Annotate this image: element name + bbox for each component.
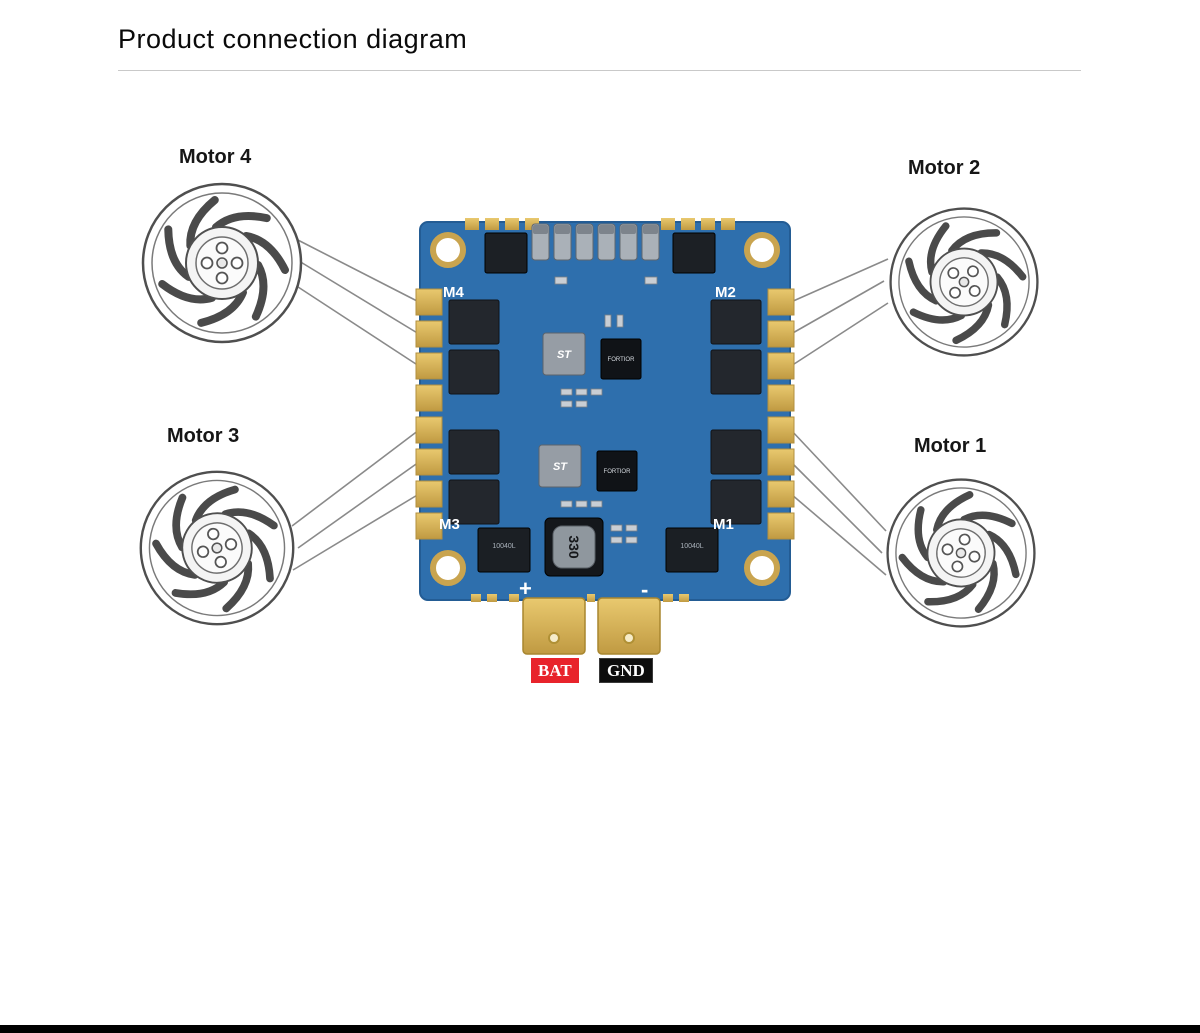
bottom-bar <box>0 1025 1200 1033</box>
motor-pads-left <box>415 288 443 540</box>
title-divider <box>118 70 1081 71</box>
battery-tab-positive <box>522 597 586 655</box>
mounting-holes <box>430 232 780 586</box>
motor-3-label: Motor 3 <box>167 425 240 447</box>
motor-pads-right <box>767 288 795 540</box>
motor-3-figure <box>135 466 299 630</box>
mosfet-column-right <box>710 299 762 525</box>
small-components <box>554 276 658 544</box>
fet-bottom-left-text: 10040L <box>492 543 515 550</box>
st-chip-bottom-text: ST <box>553 461 568 473</box>
motor3-wires <box>291 429 420 571</box>
bottom-edge-pads <box>471 594 689 602</box>
fet-bottom-right: 10040L <box>665 527 719 573</box>
fortior-chip-bottom: FORTIOR <box>596 450 638 492</box>
battery-tab-negative <box>597 597 661 655</box>
motor-4-label: Motor 4 <box>179 146 252 168</box>
motor1-wires <box>790 429 887 576</box>
st-chip-top-text: ST <box>557 349 572 361</box>
top-corner-chips <box>484 232 716 274</box>
fortior-chip-top-text: FORTIOR <box>608 357 636 363</box>
fortior-chip-top: FORTIOR <box>600 338 642 380</box>
gnd-tag: GND <box>599 658 653 683</box>
polarity-plus-mark: + <box>519 576 532 601</box>
polarity-minus-mark: - <box>641 577 648 602</box>
esc-board: ST FORTIOR ST FORTIOR <box>415 218 795 655</box>
motor2-wires <box>790 258 889 367</box>
motor-1-label: Motor 1 <box>914 435 987 457</box>
st-chip-top: ST <box>542 332 586 376</box>
port-label-m2: M2 <box>715 284 736 301</box>
power-inductor: 330 <box>544 517 604 577</box>
motor4-wires <box>291 236 420 367</box>
port-label-m4: M4 <box>443 284 464 301</box>
bat-tag: BAT <box>531 658 579 683</box>
page-title: Product connection diagram <box>118 24 468 54</box>
mosfet-column-left <box>448 299 500 525</box>
capacitor-row <box>531 223 660 261</box>
top-edge-pads <box>465 218 735 230</box>
fet-bottom-left: 10040L <box>477 527 531 573</box>
motor-1-figure <box>882 474 1040 632</box>
fet-bottom-right-text: 10040L <box>680 543 703 550</box>
pcb-substrate <box>419 221 791 601</box>
inductor-value: 330 <box>566 535 582 559</box>
motor-2-label: Motor 2 <box>908 157 981 179</box>
port-label-m1: M1 <box>713 516 734 533</box>
motor-4-figure <box>137 178 307 348</box>
st-chip-bottom: ST <box>538 444 582 488</box>
motor-2-figure <box>885 203 1043 361</box>
fortior-chip-bottom-text: FORTIOR <box>604 469 632 475</box>
port-label-m3: M3 <box>439 516 460 533</box>
